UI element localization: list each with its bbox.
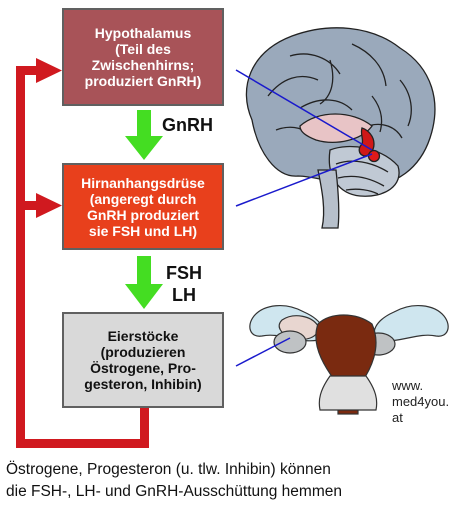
pointer-lines	[235, 69, 373, 367]
hypothalamus-box: Hypothalamus (Teil des Zwischenhirns; pr…	[62, 8, 224, 106]
fsh-lh-label: FSH LH	[166, 263, 202, 305]
gnrh-arrow	[125, 110, 163, 160]
credit-text: www. med4you. at	[392, 378, 450, 425]
brain-illustration	[245, 27, 436, 229]
pituitary-box: Hirnanhangsdrüse (angeregt durch GnRH pr…	[62, 163, 224, 250]
fsh-lh-arrow	[125, 256, 163, 309]
caption: Östrogene, Progesteron (u. tlw. Inhibin)…	[6, 461, 342, 500]
ovaries-box: Eierstöcke (produzieren Östrogene, Pro- …	[62, 312, 224, 408]
feedback-loop-arrow	[16, 58, 149, 448]
uterus-ovaries-illustration	[249, 305, 449, 415]
gnrh-label: GnRH	[162, 115, 213, 135]
